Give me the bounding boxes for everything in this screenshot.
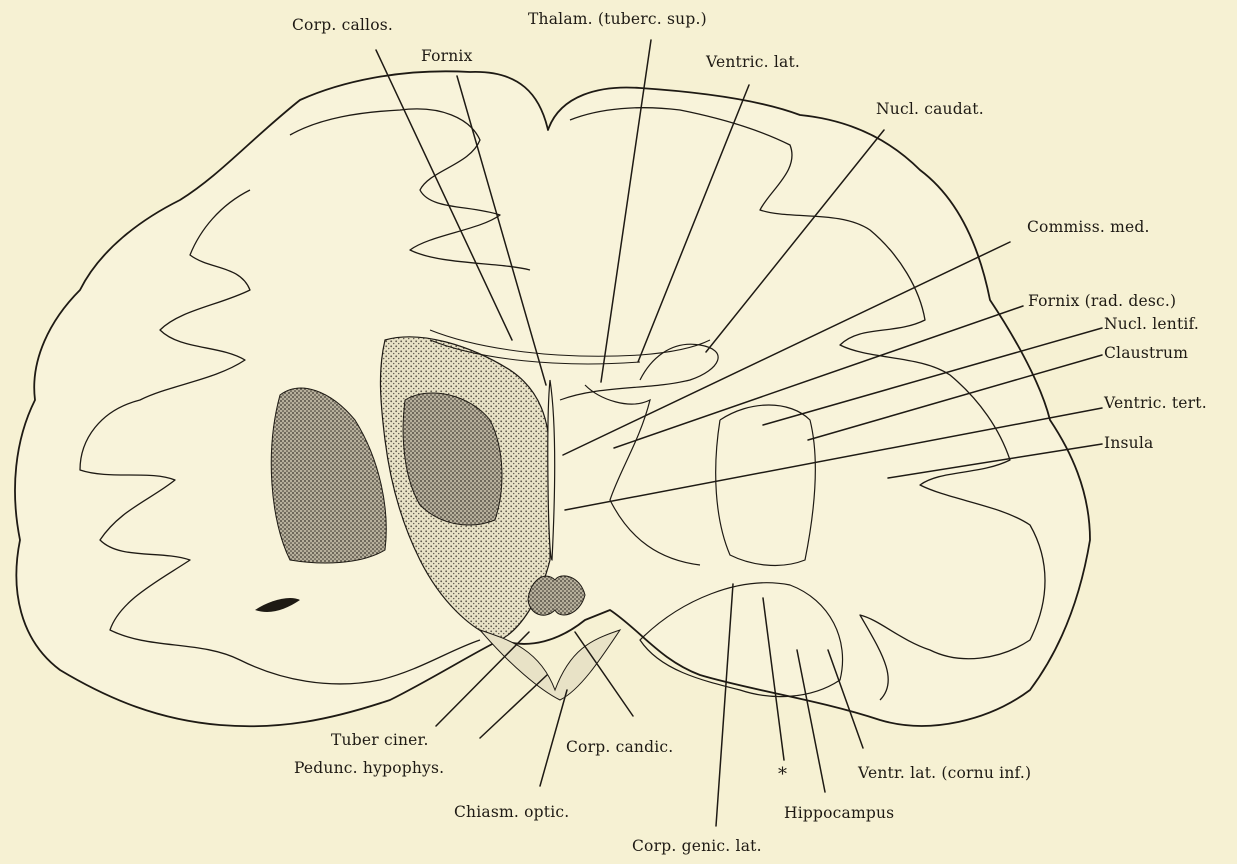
mammillary-bodies <box>528 576 585 615</box>
label-asterisk: * <box>778 764 787 785</box>
label-ventr-lat-cornu-inf: Ventr. lat. (cornu inf.) <box>858 764 1031 782</box>
label-pedunc-hypophys: Pedunc. hypophys. <box>294 759 444 777</box>
label-fornix-rad-desc: Fornix (rad. desc.) <box>1028 292 1176 310</box>
label-ventric-lat: Ventric. lat. <box>706 53 800 71</box>
label-insula: Insula <box>1104 434 1153 452</box>
label-tuber-ciner: Tuber ciner. <box>331 731 429 749</box>
label-fornix: Fornix <box>421 47 473 65</box>
label-ventric-tert: Ventric. tert. <box>1104 394 1207 412</box>
label-corp-genic-lat: Corp. genic. lat. <box>632 837 762 855</box>
label-nucl-lentif: Nucl. lentif. <box>1104 315 1199 333</box>
label-thalam: Thalam. (tuberc. sup.) <box>528 10 707 28</box>
label-corp-candic: Corp. candic. <box>566 738 673 756</box>
label-hippocampus: Hippocampus <box>784 804 894 822</box>
label-corp-callos: Corp. callos. <box>292 16 393 34</box>
label-chiasm-optic: Chiasm. optic. <box>454 803 569 821</box>
label-claustrum: Claustrum <box>1104 344 1188 362</box>
label-nucl-caudat: Nucl. caudat. <box>876 100 984 118</box>
label-commiss-med: Commiss. med. <box>1027 218 1150 236</box>
